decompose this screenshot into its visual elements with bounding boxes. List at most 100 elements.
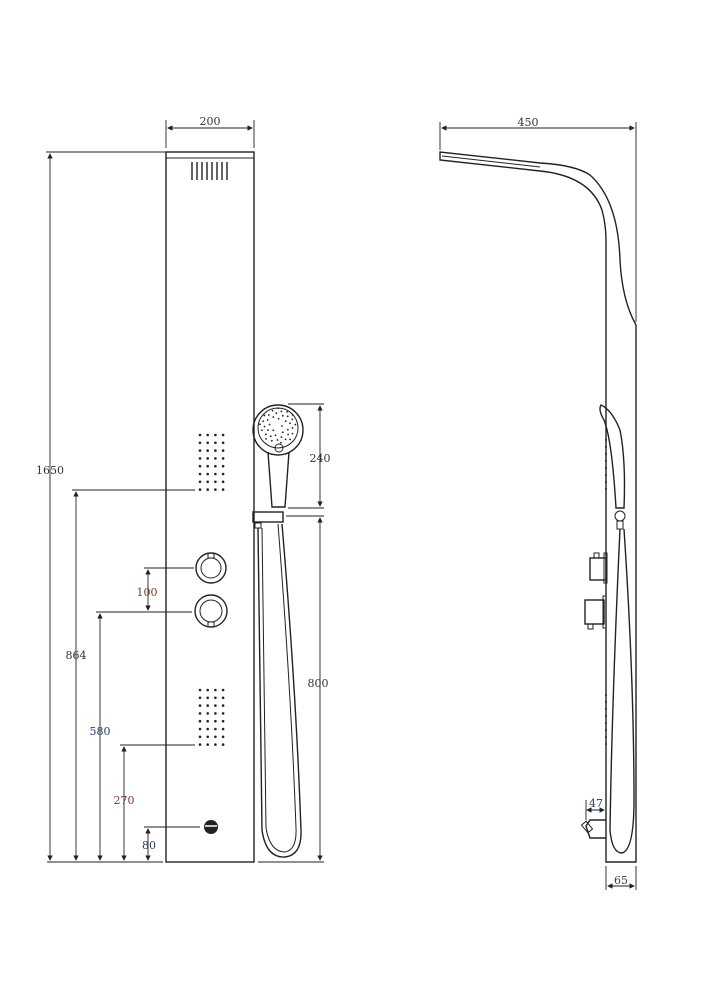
- spray-hole: [277, 407, 280, 410]
- jet-dot: [198, 488, 202, 491]
- jet-dot: [198, 696, 202, 700]
- spray-hole: [272, 416, 275, 418]
- jet-dot: [198, 735, 202, 739]
- jet-dot: [214, 712, 217, 715]
- valve-knob-lower: [194, 594, 228, 628]
- spray-hole: [291, 414, 294, 416]
- jet-dot: [198, 457, 202, 460]
- jet-dot: [214, 743, 217, 746]
- jet-dot: [221, 464, 225, 468]
- jet-dot: [214, 696, 217, 700]
- jet-dot: [605, 474, 607, 476]
- hand-shower: [252, 404, 304, 858]
- jet-dot: [221, 480, 225, 484]
- jet-dot: [221, 712, 225, 715]
- side-valve-upper: [589, 552, 608, 584]
- jet-dot: [605, 446, 607, 448]
- spray-hole: [294, 423, 297, 426]
- spray-hole: [268, 423, 271, 426]
- jet-dot: [198, 464, 202, 468]
- spray-hole: [289, 422, 291, 425]
- jet-dot: [198, 688, 202, 692]
- jet-dot: [214, 719, 217, 723]
- jet-dot: [206, 433, 209, 437]
- jet-dot: [206, 743, 209, 746]
- jet-dot: [206, 712, 209, 715]
- jet-dot: [214, 735, 217, 739]
- dim-side-depth: 450: [518, 116, 539, 129]
- jet-dot: [214, 480, 217, 484]
- spray-hole: [267, 414, 270, 416]
- top-nozzles: [191, 162, 228, 180]
- jet-dot: [206, 464, 209, 468]
- jet-dot: [605, 701, 607, 703]
- jet-dot: [198, 743, 202, 746]
- jet-dot: [206, 441, 209, 445]
- dim-diverter-height: 80: [142, 839, 156, 852]
- jet-dot: [221, 488, 225, 491]
- spray-hole: [272, 429, 275, 432]
- jet-dot: [214, 704, 217, 707]
- spray-hole: [266, 419, 269, 421]
- jet-dot: [214, 433, 217, 437]
- jet-dot: [605, 460, 607, 462]
- spray-hole: [281, 414, 284, 417]
- hand-shower-bracket: [252, 511, 284, 523]
- spray-hole: [286, 410, 289, 413]
- spray-hole: [267, 429, 269, 432]
- spray-hole: [284, 438, 287, 441]
- spray-hole: [286, 428, 289, 431]
- jet-dot: [605, 694, 607, 696]
- jet-dot: [605, 743, 607, 745]
- spray-hole: [279, 441, 282, 444]
- spray-hole: [264, 433, 267, 436]
- jet-dot: [206, 688, 209, 692]
- spray-hole: [291, 432, 294, 435]
- jet-dot: [221, 719, 225, 723]
- spray-hole: [269, 435, 272, 438]
- dim-panel-depth: 65: [614, 874, 628, 887]
- dim-spout-projection: 47: [589, 797, 603, 810]
- dim-bracket-height: 800: [308, 677, 329, 690]
- jet-dot: [214, 688, 217, 692]
- jet-dot: [214, 472, 217, 476]
- spray-hole: [261, 429, 263, 432]
- jet-dot: [221, 727, 225, 731]
- jet-dot: [206, 449, 209, 452]
- jet-dot: [206, 696, 209, 700]
- jet-dot: [206, 472, 209, 476]
- jet-dot: [198, 704, 202, 707]
- jet-dot: [198, 727, 202, 731]
- dim-valve-spacing: 100: [137, 586, 158, 599]
- spray-hole: [281, 431, 284, 434]
- spray-hole: [262, 420, 265, 423]
- jet-dot: [206, 719, 209, 723]
- side-view: [439, 151, 637, 863]
- side-jets: [605, 439, 607, 745]
- jet-dot: [221, 735, 225, 739]
- jet-dot: [221, 704, 225, 707]
- spray-hole: [280, 436, 283, 438]
- diverter-knob: [204, 820, 218, 834]
- spray-hole: [275, 412, 278, 415]
- spray-hole: [277, 417, 280, 420]
- spray-hole: [280, 410, 283, 413]
- jet-dot: [198, 449, 202, 452]
- spray-hole: [286, 415, 289, 418]
- dim-lower-jets-height: 270: [114, 794, 135, 807]
- spray-hole: [265, 438, 267, 440]
- jet-dot: [221, 472, 225, 476]
- jet-dot: [221, 696, 225, 700]
- side-spout: [580, 819, 606, 839]
- jet-dot: [206, 704, 209, 707]
- dim-total-height: 1650: [36, 464, 64, 477]
- jet-dot: [198, 712, 202, 715]
- jet-dot: [605, 722, 607, 724]
- jet-dot: [198, 433, 202, 437]
- jet-dot: [214, 488, 217, 491]
- jet-dot: [221, 433, 225, 437]
- spray-hole: [284, 420, 287, 422]
- jet-dot: [605, 467, 607, 469]
- jet-dot: [605, 453, 607, 455]
- jet-dot: [221, 743, 225, 746]
